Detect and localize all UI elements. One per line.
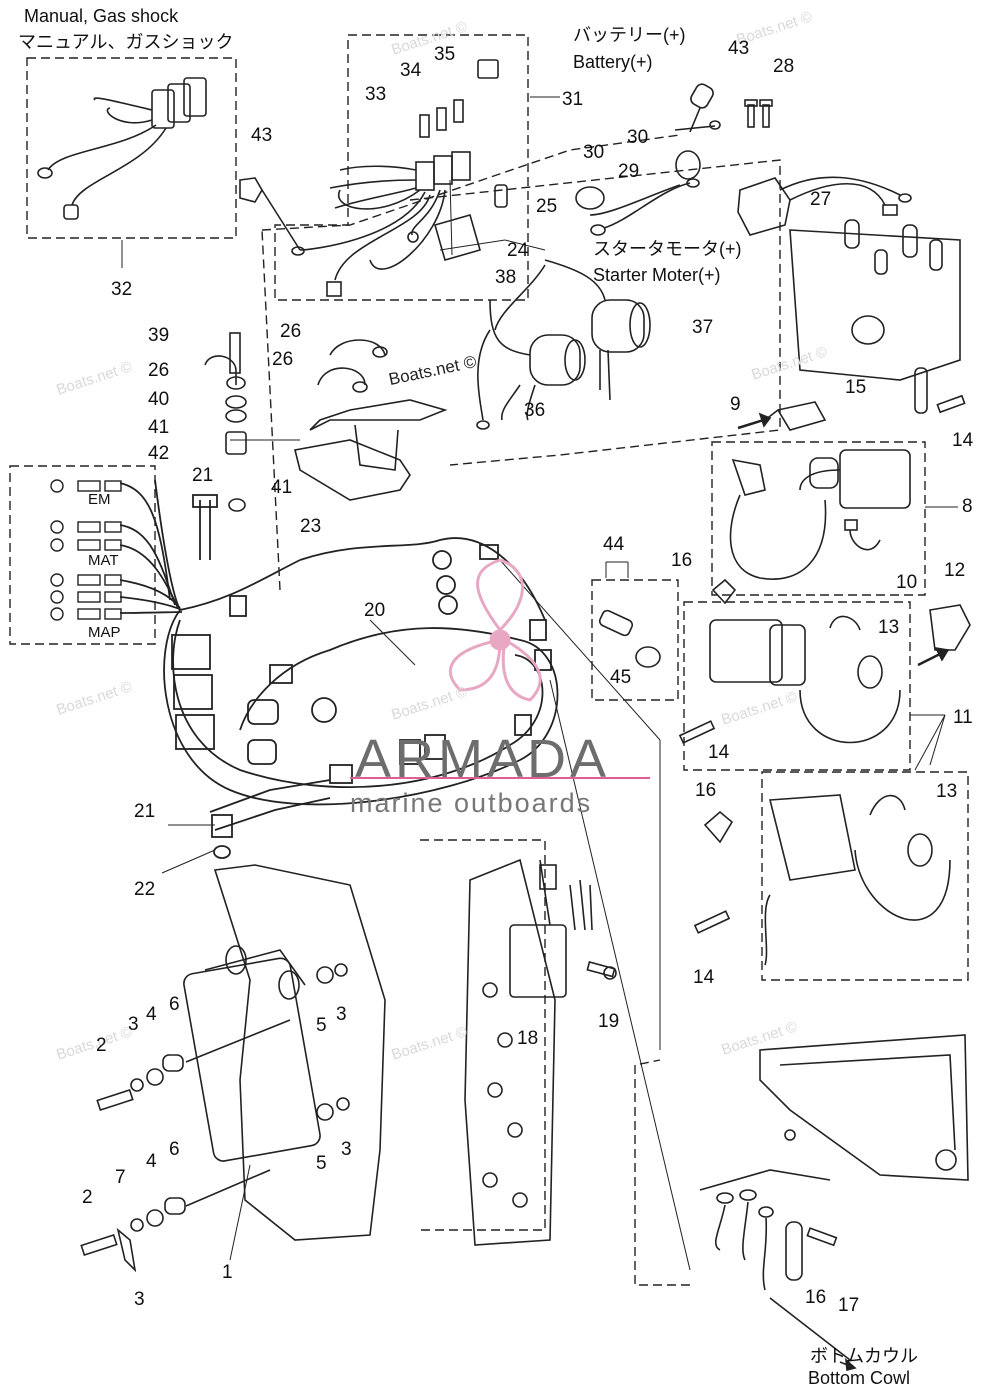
arrow-9-head	[758, 412, 772, 428]
callout: 6	[169, 1139, 180, 1160]
box-8	[711, 441, 926, 596]
rectifier-plate	[464, 858, 617, 1246]
box-sensors	[9, 465, 156, 645]
callout: 16	[695, 780, 717, 801]
callout: 14	[952, 430, 974, 451]
callout: 44	[603, 534, 625, 555]
battery-leads	[575, 83, 912, 236]
callout: 4	[146, 1151, 157, 1172]
callout: 26	[280, 321, 302, 342]
callout: 16	[805, 1287, 827, 1308]
callout: 34	[400, 60, 422, 81]
callout: 23	[300, 516, 322, 537]
callout: 38	[495, 267, 517, 288]
note-starter-en: Starter Moter(+)	[593, 265, 721, 285]
callout: 27	[810, 189, 832, 210]
callout: 2	[82, 1187, 93, 1208]
note-manual-jp: マニュアル、ガスショック	[18, 32, 234, 52]
callout: 8	[962, 496, 973, 517]
callout: 10	[896, 572, 918, 593]
callout: 11	[953, 707, 973, 728]
callout: 32	[111, 279, 133, 300]
box-32	[26, 57, 237, 239]
callout: 30	[627, 127, 649, 148]
relay-assembly	[239, 59, 499, 297]
callout: 14	[693, 967, 715, 988]
callout: 42	[148, 443, 170, 464]
connector-label-map: MAP	[88, 624, 121, 641]
note-starter-jp: スタータモータ(+)	[593, 239, 742, 259]
callout: 40	[148, 389, 170, 410]
callout: 45	[610, 667, 632, 688]
small-parts	[434, 184, 966, 966]
callout: 9	[730, 394, 741, 415]
callout: 16	[671, 550, 693, 571]
callout: 14	[708, 742, 730, 763]
connector-label-em: EM	[88, 491, 111, 508]
callout: 18	[517, 1028, 539, 1049]
box-11-lower	[761, 771, 969, 981]
callout: 33	[365, 84, 387, 105]
callout: 31	[562, 89, 584, 110]
callout: 22	[134, 879, 156, 900]
callout: 3	[341, 1139, 352, 1160]
connector-label-mat: MAT	[88, 552, 119, 569]
logo-wordmark: ARMADA	[355, 729, 611, 789]
callout: 37	[692, 317, 714, 338]
callout: 19	[598, 1011, 620, 1032]
callout: 39	[148, 325, 170, 346]
main-harness	[119, 479, 559, 859]
callout: 2	[96, 1035, 107, 1056]
starter-relays	[476, 259, 651, 430]
engine-plate	[80, 864, 386, 1273]
callout: 15	[845, 377, 867, 398]
callout: 13	[936, 781, 958, 802]
sensor-connectors	[50, 479, 122, 621]
callout: 24	[507, 240, 529, 261]
note-cowl-jp: ボトムカウル	[810, 1346, 918, 1366]
ignition-coils	[709, 401, 971, 921]
callout: 43	[728, 38, 750, 59]
callout: 36	[524, 400, 546, 421]
callout: 43	[251, 125, 273, 146]
callout: 21	[134, 801, 156, 822]
callout: 6	[169, 994, 180, 1015]
callout: 12	[944, 560, 966, 581]
manual-harness	[37, 77, 207, 220]
callout: 26	[272, 349, 294, 370]
callout: 7	[115, 1167, 126, 1188]
note-battery-jp: バッテリー(+)	[573, 25, 686, 45]
callout: 5	[316, 1015, 327, 1036]
callout: 35	[434, 44, 456, 65]
callout: 41	[148, 417, 170, 438]
logo-tagline: marine outboards	[350, 788, 593, 818]
bottom-cowl	[699, 1034, 969, 1361]
callout: 13	[878, 617, 900, 638]
callout: 29	[618, 161, 640, 182]
callout: 26	[148, 360, 170, 381]
callout: 1	[222, 1262, 233, 1283]
callout: 30	[583, 142, 605, 163]
callout: 17	[838, 1295, 860, 1316]
callout: 4	[146, 1004, 157, 1025]
note-battery-en: Battery(+)	[573, 52, 653, 72]
callout: 21	[192, 465, 214, 486]
callout: 28	[773, 56, 795, 77]
callout: 25	[536, 196, 558, 217]
box-44	[591, 579, 679, 701]
callout: 3	[134, 1289, 145, 1310]
note-manual-en: Manual, Gas shock	[24, 6, 179, 26]
callout: 3	[336, 1004, 347, 1025]
armada-logo-mark	[350, 558, 650, 779]
box-11-upper	[683, 601, 911, 771]
callout: 5	[316, 1153, 327, 1174]
callout: 3	[128, 1014, 139, 1035]
arrow-12-head	[934, 646, 950, 662]
callout: 20	[364, 600, 386, 621]
note-cowl-en: Bottom Cowl	[808, 1368, 911, 1388]
callout: 41	[271, 477, 293, 498]
mounting-bracket	[204, 332, 448, 512]
